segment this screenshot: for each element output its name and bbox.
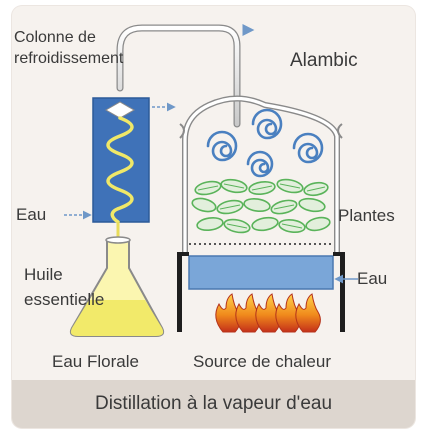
still-vessel <box>179 95 343 252</box>
condenser-column <box>92 97 150 240</box>
label-essential-oil-line1: Huile <box>24 265 63 284</box>
label-still: Alambic <box>290 50 358 71</box>
diagram-caption: Distillation à la vapeur d'eau <box>94 393 333 414</box>
vapor-pipe <box>116 24 255 128</box>
label-heat-source: Source de chaleur <box>193 352 331 371</box>
label-essential-oil-line2: essentielle <box>24 290 105 309</box>
label-condenser-line1: Colonne de <box>14 29 96 46</box>
water-bath <box>188 255 334 290</box>
stand-frame <box>177 252 345 332</box>
arrow-icon <box>64 102 358 284</box>
label-water-bath: Eau <box>357 269 388 288</box>
diagram-card: Colonne de refroidissement Alambic Eau P… <box>12 6 415 428</box>
label-plants: Plantes <box>338 206 395 225</box>
leaf-icon <box>191 178 331 234</box>
label-condenser-line2: refroidissement <box>14 50 124 67</box>
caption-bar: Distillation à la vapeur d'eau <box>12 380 415 428</box>
distillation-diagram <box>64 24 358 337</box>
label-water-in: Eau <box>16 205 47 224</box>
flame-icon <box>215 293 321 333</box>
steam-swirl-icon <box>206 108 324 178</box>
collection-flask <box>69 236 165 337</box>
leaf-veins <box>197 183 326 229</box>
label-floral-water: Eau Florale <box>52 352 139 371</box>
